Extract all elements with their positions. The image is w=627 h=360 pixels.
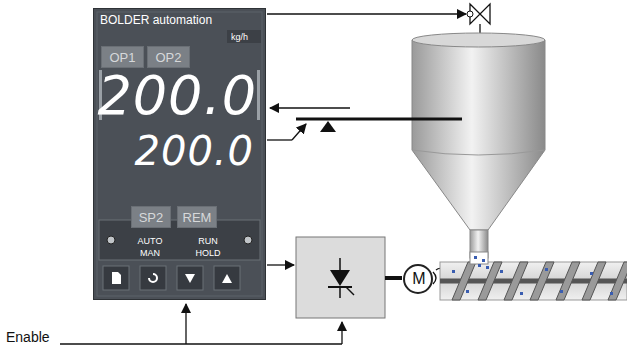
indicator-led: OP2 — [147, 46, 190, 68]
motor-circle: M — [403, 264, 433, 294]
thyristor-unit — [296, 237, 385, 318]
indicator-text: SP2 — [139, 211, 164, 224]
signal-label: Enable — [6, 330, 50, 344]
indicator-text: REM — [183, 211, 212, 224]
brand-name: BOLDER automation — [100, 14, 212, 26]
mode-label: AUTO — [138, 237, 163, 246]
valve-symbol — [467, 4, 490, 34]
valve-signal-wire — [267, 13, 466, 14]
motor-label: M — [412, 271, 425, 287]
hopper — [412, 33, 545, 258]
weigh-scale — [267, 108, 462, 140]
indicator-led: OP1 — [101, 46, 144, 68]
extruder-screw — [440, 252, 627, 300]
process-value: 200.0 — [97, 69, 257, 123]
mode-label: RUN — [198, 237, 218, 246]
mode-label: MAN — [140, 249, 160, 258]
setpoint-value: 200.0 — [134, 131, 254, 171]
controller-panel: BOLDER automation kg/h 200.0 200.0AUTO MAN RU… — [93, 8, 266, 300]
indicator-led: REM — [177, 206, 217, 228]
indicator-led: SP2 — [131, 206, 171, 228]
indicator-text: OP2 — [155, 51, 181, 64]
unit-label: kg/h — [231, 33, 248, 42]
indicator-text: OP1 — [109, 51, 135, 64]
motor-cable — [385, 276, 402, 280]
mode-label: HOLD — [195, 249, 220, 258]
control-wire — [267, 264, 294, 265]
enable-wire — [60, 304, 342, 344]
